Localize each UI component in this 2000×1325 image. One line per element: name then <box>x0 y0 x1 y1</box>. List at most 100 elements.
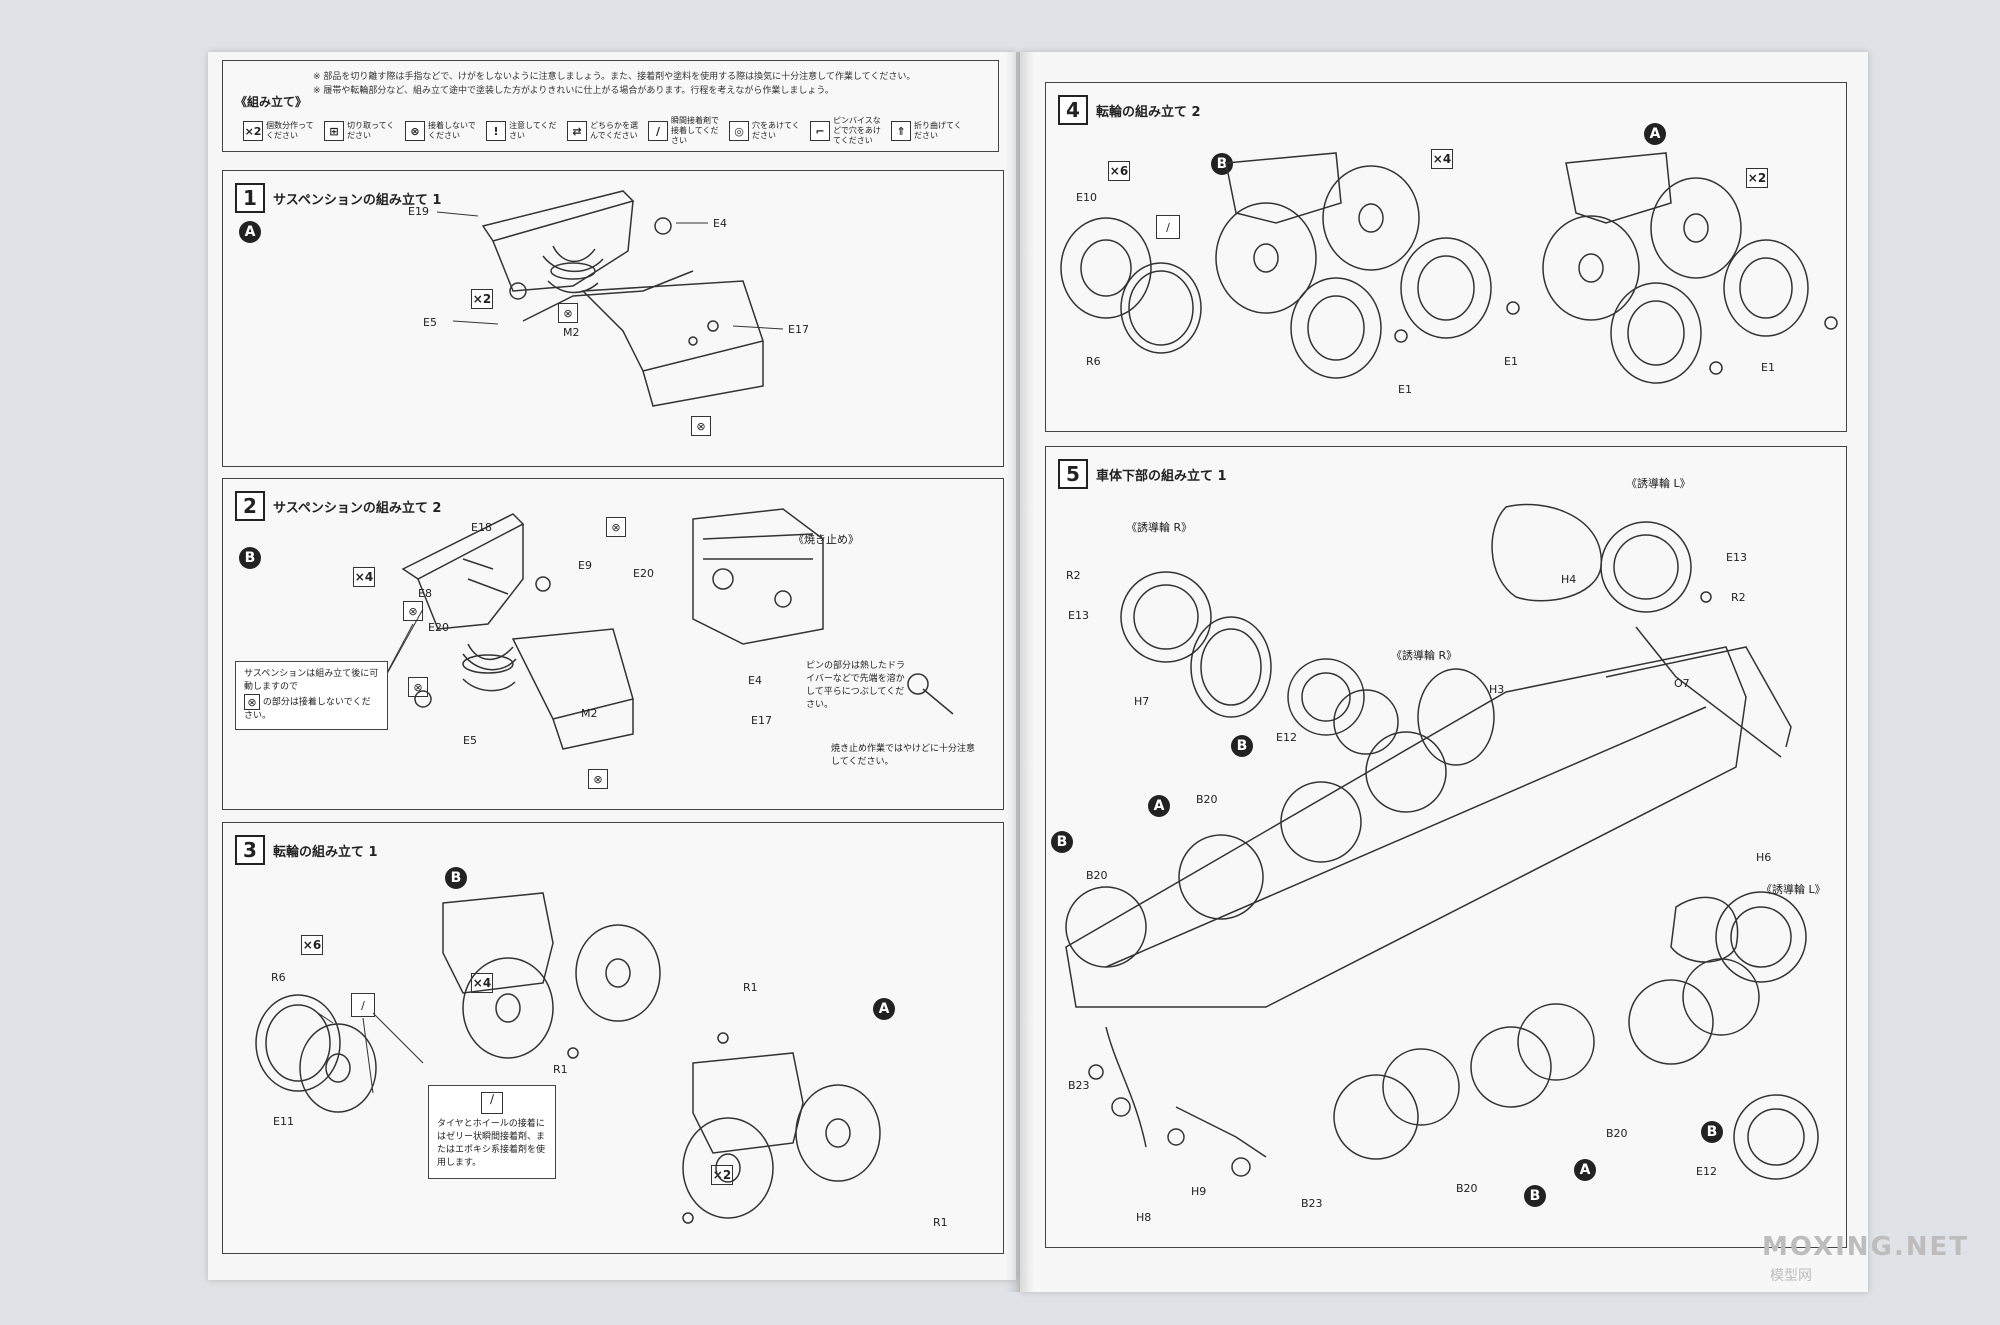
legend-note-2: ※ 履帯や転輪部分など、組み立て途中で塗装した方がよりきれいに仕上がる場合があり… <box>313 86 834 96</box>
step-title: 転輪の組み立て 2 <box>1096 104 1201 120</box>
assembly-legend: 《組み立て》 ※ 部品を切り離す際は手指などで、けがをしないように注意しましょう… <box>222 60 999 152</box>
step-3-panel: 3 転輪の組み立て 1 ×6 ×4 ×2 B A ∕ <box>222 822 1004 1254</box>
cut-icon: ⊞ <box>324 121 344 141</box>
assembly-label-a: A <box>873 998 895 1020</box>
part-label: H7 <box>1134 695 1150 708</box>
tire-glue-note: ∕ タイヤとホイールの接着にはゼリー状瞬間接着剤、またはエポキシ系接着剤を使用し… <box>428 1085 556 1179</box>
step-1-panel: 1 サスペンションの組み立て 1 A ×2 ⊗ ⊗ E19 E4 E <box>222 170 1004 467</box>
part-label: R1 <box>933 1216 948 1229</box>
part-label: E12 <box>1696 1165 1717 1178</box>
step-1-header: 1 サスペンションの組み立て 1 <box>235 183 441 213</box>
no-glue-icon: ⊗ <box>691 416 711 436</box>
step-number: 5 <box>1058 459 1088 489</box>
part-label: E5 <box>423 316 437 329</box>
drill-icon: ◎ <box>729 121 749 141</box>
idler-wheel-r-title: 《誘導輪 R》 <box>1126 521 1193 534</box>
fold-icon: ⇑ <box>891 121 911 141</box>
choose-icon: ⇄ <box>567 121 587 141</box>
part-label: E4 <box>748 674 762 687</box>
step-number: 3 <box>235 835 265 865</box>
count-icon: ×2 <box>243 121 263 141</box>
multiplier-badge: ×4 <box>471 973 493 993</box>
multiplier-badge: ×6 <box>1108 161 1130 181</box>
assembly-label-a: A <box>1148 795 1170 817</box>
part-label: E12 <box>1276 731 1297 744</box>
step-number: 1 <box>235 183 265 213</box>
part-label: R2 <box>1731 591 1746 604</box>
part-label: B23 <box>1068 1079 1090 1092</box>
step-5-panel: 5 車体下部の組み立て 1 《誘導輪 R》 《誘導輪 L》 《誘導輪 R》 《誘… <box>1045 446 1847 1248</box>
legend-item: ◎穴をあけてください <box>729 116 800 146</box>
instant-glue-icon: ∕ <box>1156 215 1180 239</box>
no-glue-icon: ⊗ <box>244 694 260 710</box>
part-label: R2 <box>1066 569 1081 582</box>
part-label: E8 <box>418 587 432 600</box>
assembly-label-b: B <box>1701 1121 1723 1143</box>
no-glue-icon: ⊗ <box>606 517 626 537</box>
part-label: O7 <box>1674 677 1690 690</box>
part-label: E20 <box>633 567 654 580</box>
page-gutter <box>1006 52 1034 1292</box>
step-number: 4 <box>1058 95 1088 125</box>
assembly-label-b: B <box>239 547 261 569</box>
assembly-label-b: B <box>1231 735 1253 757</box>
assembly-label-b: B <box>445 867 467 889</box>
part-label: R6 <box>1086 355 1101 368</box>
idler-wheel-l-title: 《誘導輪 L》 <box>1626 477 1691 490</box>
part-label: E13 <box>1726 551 1747 564</box>
assembly-label-b: B <box>1524 1185 1546 1207</box>
multiplier-badge: ×4 <box>353 567 375 587</box>
multiplier-badge: ×2 <box>1746 168 1768 188</box>
part-label: H6 <box>1756 851 1772 864</box>
part-label: B20 <box>1606 1127 1628 1140</box>
assembly-label-a: A <box>1574 1159 1596 1181</box>
pin-vise-icon: ⌐ <box>810 121 830 141</box>
legend-item: ∕瞬間接着剤で接着してください <box>648 116 719 146</box>
legend-item: ⇑折り曲げてください <box>891 116 962 146</box>
instant-glue-icon: ∕ <box>648 121 668 141</box>
step-title: 転輪の組み立て 1 <box>273 844 378 860</box>
road-wheel-drawing-1 <box>255 892 881 1224</box>
multiplier-badge: ×4 <box>1431 149 1453 169</box>
instant-glue-icon: ∕ <box>351 993 375 1017</box>
no-glue-icon: ⊗ <box>403 601 423 621</box>
suspension-drawing-1 <box>436 190 784 407</box>
watermark-sub: 模型网 <box>1770 1268 1812 1284</box>
no-glue-icon: ⊗ <box>408 677 428 697</box>
part-label: E19 <box>408 205 429 218</box>
multiplier-badge: ×2 <box>471 289 493 309</box>
part-label: E18 <box>471 521 492 534</box>
part-label: E1 <box>1504 355 1518 368</box>
part-label: R1 <box>553 1063 568 1076</box>
watermark-brand: MOXING.NET <box>1762 1232 1970 1262</box>
sub-title-heat-stake: 《焼き止め》 <box>793 533 859 546</box>
legend-item: ⊗接着しないでください <box>405 116 476 146</box>
step-4-header: 4 転輪の組み立て 2 <box>1058 95 1201 125</box>
instant-glue-icon: ∕ <box>481 1092 503 1114</box>
part-label: B23 <box>1301 1197 1323 1210</box>
legend-title: 《組み立て》 <box>235 95 308 109</box>
suspension-drawing-2 <box>372 508 954 750</box>
step-title: サスペンションの組み立て 1 <box>273 192 442 208</box>
step-5-header: 5 車体下部の組み立て 1 <box>1058 459 1227 489</box>
legend-item: ⊞切り取ってください <box>324 116 395 146</box>
no-glue-icon: ⊗ <box>558 303 578 323</box>
part-label: E1 <box>1761 361 1775 374</box>
step-4-panel: 4 転輪の組み立て 2 ×6 ×4 ×2 B A ∕ <box>1045 82 1847 432</box>
part-label: E17 <box>788 323 809 336</box>
part-label: E5 <box>463 734 477 747</box>
part-label: B20 <box>1196 793 1218 806</box>
road-wheel-drawing-2 <box>1060 152 1838 384</box>
idler-wheel-l-title-2: 《誘導輪 L》 <box>1761 883 1826 896</box>
part-label: E1 <box>1398 383 1412 396</box>
caution-note: 焼き止め作業ではやけどに十分注意してください。 <box>831 744 976 767</box>
part-label: R6 <box>271 971 286 984</box>
legend-note-1: ※ 部品を切り離す際は手指などで、けがをしないように注意しましょう。また、接着剤… <box>313 72 916 82</box>
idler-wheel-r-title-2: 《誘導輪 R》 <box>1391 649 1458 662</box>
legend-item: !注意してください <box>486 116 557 146</box>
part-label: E17 <box>751 714 772 727</box>
heat-stake-note: ピンの部分は熱したドライバーなどで先端を溶かして平らにつぶしてください。 <box>806 661 906 710</box>
part-label: R1 <box>743 981 758 994</box>
legend-item: ⇄どちらかを選んでください <box>567 116 638 146</box>
part-label: E13 <box>1068 609 1089 622</box>
